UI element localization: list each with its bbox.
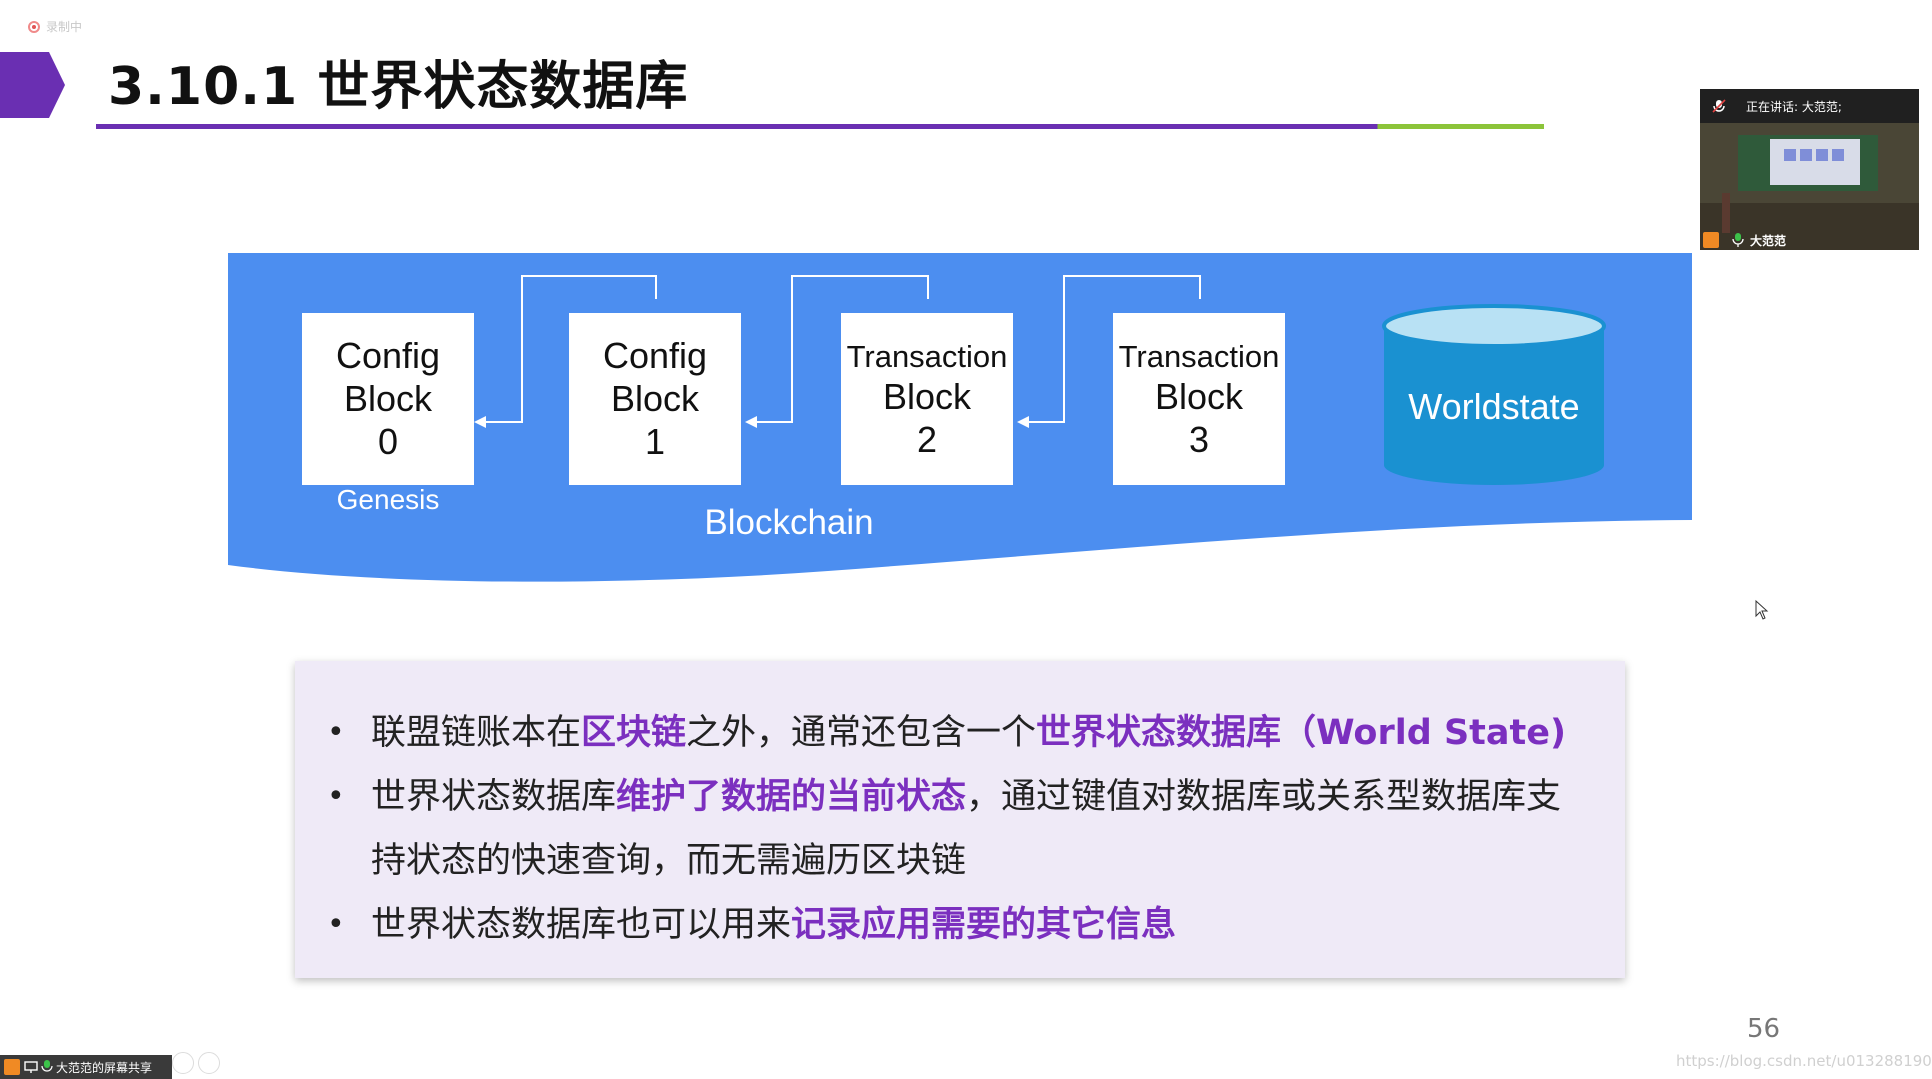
recording-label: 录制中 [46,20,83,34]
bullet-text: 联盟链账本在区块链之外，通常还包含一个世界状态数据库（World State) [371,713,1566,753]
arrowhead-icon [474,416,486,428]
arrowhead-icon [745,416,757,428]
user-avatar-icon [4,1059,20,1075]
block-0-line-1: Config [336,335,440,376]
mic-off-icon [1712,99,1726,113]
block-0: Config Block 0 [302,313,474,485]
genesis-label: Genesis [337,484,440,515]
connector-1-0 [481,275,657,423]
video-feed-image [1700,123,1919,250]
block-2-line-3: 2 [917,419,937,460]
mic-icon [41,1060,53,1072]
recording-indicator: 录制中 [28,18,82,35]
title-underline [96,124,1544,129]
arrowhead-icon [1017,416,1029,428]
screen-share-bar[interactable]: 大范范的屏幕共享 [0,1055,172,1079]
blockchain-label: Blockchain [704,503,873,542]
video-name-bar: 大范范 [1700,230,1919,250]
mic-icon [1732,233,1744,247]
block-1-line-3: 1 [645,421,665,462]
block-0-line-3: 0 [378,421,398,462]
blockchain-diagram: Config Block 0 Config Block 1 Transactio… [228,253,1692,583]
connector-2-1 [752,275,929,423]
bullet-text: 世界状态数据库也可以用来记录应用需要的其它信息 [371,905,1177,945]
connector-3-2 [1024,275,1201,423]
video-header: 正在讲话: 大范范; [1700,89,1919,123]
block-3-line-3: 3 [1189,419,1209,460]
user-avatar-icon [1703,232,1719,248]
bullet-item: • 世界状态数据库维护了数据的当前状态，通过键值对数据库或关系型数据库支持状态的… [315,765,1595,893]
block-3-line-1: Transaction [1119,339,1280,374]
worldstate-label: Worldstate [1408,386,1579,427]
block-2: Transaction Block 2 [841,313,1013,485]
block-1-line-1: Config [603,335,707,376]
worldstate-database-icon [1382,304,1606,485]
participant-name: 大范范 [1750,234,1787,248]
bullet-item: • 联盟链账本在区块链之外，通常还包含一个世界状态数据库（World State… [315,701,1595,765]
block-1: Config Block 1 [569,313,741,485]
more-icon[interactable] [198,1052,220,1074]
watermark: https://blog.csdn.net/u013288190 [1676,1052,1932,1070]
slide-title: 3.10.1 世界状态数据库 [108,57,689,117]
block-1-line-2: Block [611,378,700,419]
block-0-line-2: Block [344,378,433,419]
speaking-indicator: 正在讲话: 大范范; [1746,99,1842,114]
bullet-item: • 世界状态数据库也可以用来记录应用需要的其它信息 [315,893,1595,957]
participant-video[interactable]: 正在讲话: 大范范; 大范范 [1700,89,1919,250]
bullet-text: 世界状态数据库维护了数据的当前状态，通过键值对数据库或关系型数据库支持状态的快速… [371,777,1562,881]
screen-share-label: 大范范的屏幕共享 [56,1060,153,1075]
record-icon [28,20,40,33]
bullet-panel: • 联盟链账本在区块链之外，通常还包含一个世界状态数据库（World State… [295,661,1625,978]
toolbar-button[interactable] [172,1052,194,1074]
title-tab-arrow-icon [0,52,65,118]
mouse-cursor-icon [1755,599,1769,620]
bullet-marker: • [327,907,345,942]
block-2-line-2: Block [883,376,972,417]
block-3-line-2: Block [1155,376,1244,417]
block-3: Transaction Block 3 [1113,313,1285,485]
page-number: 56 [1747,1014,1781,1044]
bullet-marker: • [327,715,345,750]
screen-share-icon [24,1061,38,1073]
block-2-line-1: Transaction [847,339,1008,374]
bullet-marker: • [327,779,345,814]
